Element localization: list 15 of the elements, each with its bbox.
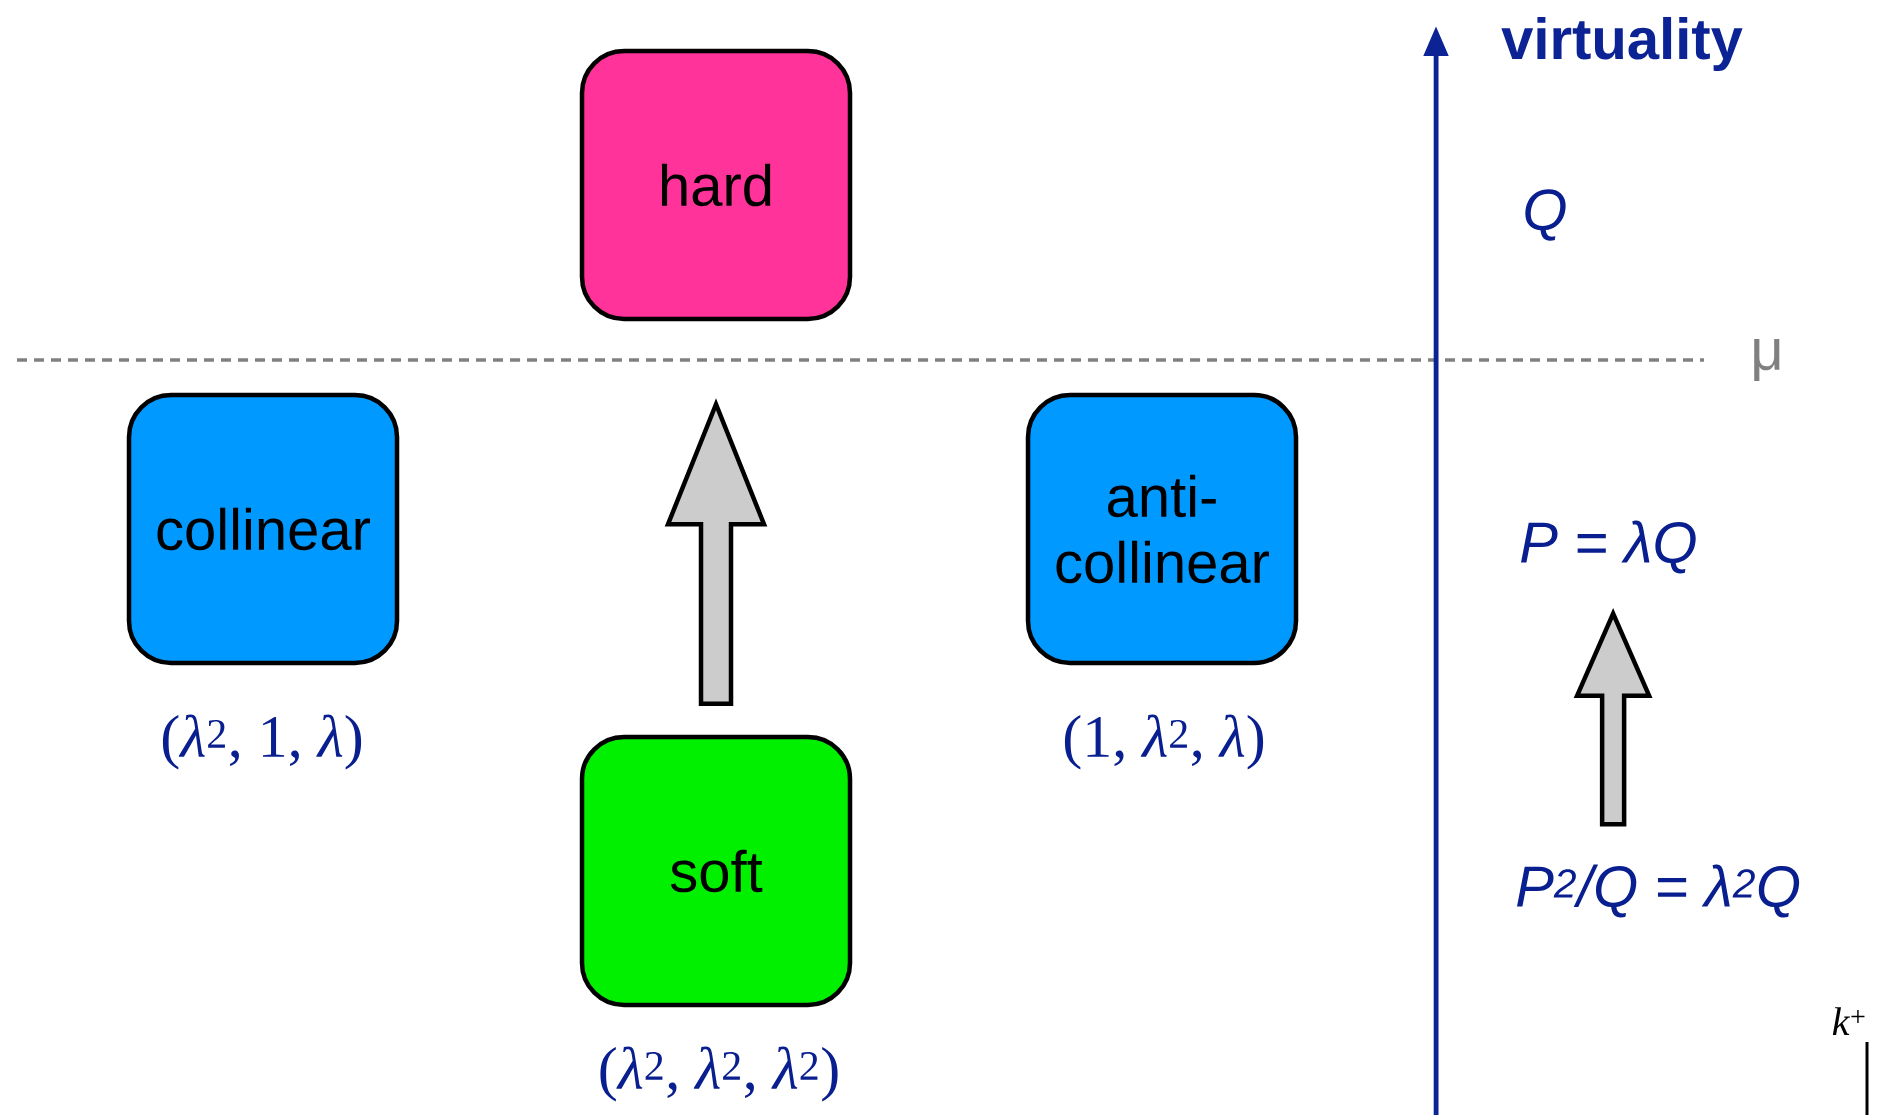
scaling-label: (λ$^{2}$, 1, λ) [162,714,362,770]
scaling-label: (λ$^{2}$, λ$^{2}$, λ$^{2}$) [600,1046,838,1102]
axis-label: virtuality [1501,16,1743,71]
block-arrow [1573,608,1653,827]
region-box: soft [579,734,853,1008]
axis-label: k$^{+}$ [1832,1007,1865,1035]
scale-label: μ [1754,339,1780,381]
region-box: hard [579,48,853,322]
scale-label: P = λQ [1521,520,1696,574]
block-arrow [664,398,768,706]
region-box: collinear [126,392,400,666]
scale-label: P$^{2}$/Q = λ$^{2}$Q [1517,864,1800,918]
scale-label: Q [1525,189,1566,241]
scaling-label: (1, λ$^{2}$, λ) [1064,714,1264,770]
region-box: anti-collinear [1025,392,1299,666]
